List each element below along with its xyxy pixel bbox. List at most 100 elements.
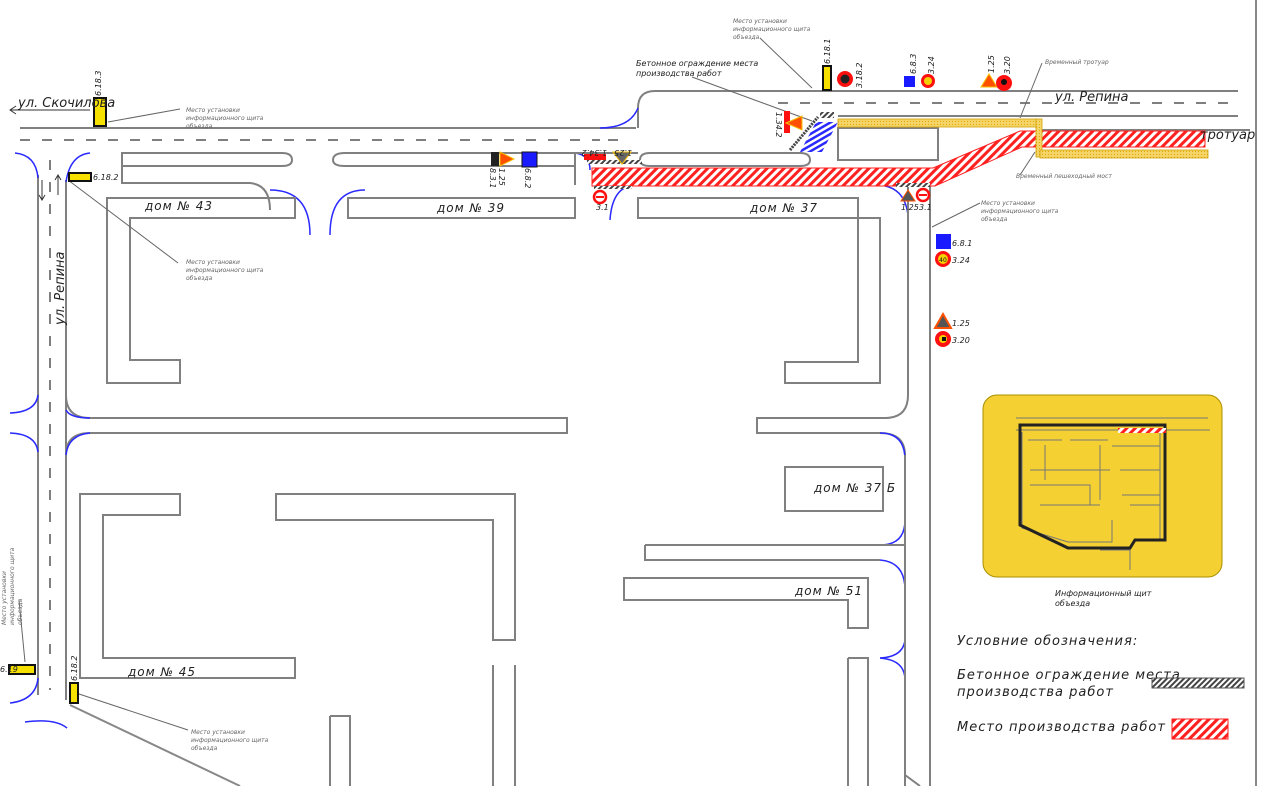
- legend-barrier-label: производства работ: [957, 685, 1114, 700]
- house-label-51: дом № 51: [794, 584, 863, 598]
- svg-text:1.25: 1.25: [497, 168, 506, 186]
- house-label-45: дом № 45: [127, 665, 196, 679]
- note-info-place-vertical: Место установки информационного щита объ…: [1, 547, 24, 625]
- legend-works-label: Место производства работ: [957, 720, 1166, 735]
- note-info-place: Место установки информационного щита объ…: [186, 107, 264, 130]
- street-label-repina-top: ул. Репина: [1054, 90, 1129, 105]
- svg-text:Информационный щит: Информационный щит: [1055, 589, 1152, 598]
- sign-1-25-lower: 1.25: [933, 311, 970, 329]
- svg-text:3.24: 3.24: [927, 56, 936, 74]
- sign-1-25-right: 1.25: [900, 189, 919, 212]
- temporary-bridge: [1035, 118, 1043, 158]
- street-label-repina-left: ул. Репина: [53, 251, 68, 326]
- svg-text:объезда: объезда: [186, 123, 213, 130]
- street-label-skochilova: ул. Скочилова: [17, 96, 115, 111]
- svg-text:объезда: объезда: [1055, 599, 1090, 608]
- sign-1-34-2-lower: 1.34.2 1.25: [582, 148, 632, 165]
- sign-6-8-3: 6.8.3: [904, 54, 918, 87]
- sign-3-1-right: 3.1: [915, 187, 932, 212]
- sign-6-18-1: 6.18.1: [822, 39, 832, 91]
- sign-6-18-2-lower: 6.18.2: [69, 656, 79, 704]
- svg-text:объезда: объезда: [17, 598, 24, 625]
- sign-3-1-left: 3.1: [592, 189, 609, 212]
- svg-text:информационного щита: информационного щита: [191, 737, 269, 744]
- sign-6-19: 6.19: [0, 664, 36, 675]
- crosswalk: [800, 122, 838, 152]
- house-label-43: дом № 43: [144, 199, 213, 213]
- house-51-outline: [623, 577, 869, 629]
- svg-text:1.34.2: 1.34.2: [582, 148, 607, 157]
- svg-text:6.19: 6.19: [0, 665, 18, 674]
- svg-text:объезда: объезда: [733, 34, 760, 41]
- svg-text:3.1: 3.1: [596, 203, 609, 212]
- house-43-outline: [106, 197, 296, 384]
- svg-text:8.3.1: 8.3.1: [488, 168, 497, 188]
- svg-text:информационного щита: информационного щита: [186, 115, 264, 122]
- sign-3-18-2: 3.18.2: [837, 63, 864, 88]
- roads: [9, 90, 1250, 729]
- svg-text:Бетонное ограждение места: Бетонное ограждение места: [636, 59, 758, 68]
- svg-text:Место установки: Место установки: [1, 571, 8, 625]
- house-label-39: дом № 39: [436, 201, 505, 215]
- svg-text:1.25: 1.25: [614, 148, 632, 157]
- street-label-sidewalk: тротуар: [1200, 128, 1255, 143]
- note-temp-bridge: Временный пешеходный мост: [1016, 173, 1112, 180]
- house-45-outline: [79, 493, 296, 679]
- svg-text:3.20: 3.20: [1003, 56, 1012, 74]
- work-zone: [587, 112, 1209, 189]
- sign-6-18-2: 6.18.2: [68, 172, 118, 182]
- svg-text:6.18.2: 6.18.2: [70, 656, 79, 681]
- sign-3-20: 3.20: [996, 56, 1012, 91]
- note-info-place: Место установки информационного щита объ…: [186, 259, 264, 282]
- house-39-outline: [347, 197, 576, 219]
- house-37b-outline: [784, 466, 884, 512]
- svg-text:объезда: объезда: [191, 745, 218, 752]
- svg-text:информационного щита: информационного щита: [733, 26, 811, 33]
- sign-6-18-3: 6.18.3: [93, 71, 107, 127]
- svg-text:6.18.1: 6.18.1: [823, 39, 832, 64]
- svg-text:информационного щита: информационного щита: [981, 208, 1059, 215]
- house-label-37b: дом № 37 Б: [813, 481, 896, 495]
- svg-text:3.20: 3.20: [952, 336, 970, 345]
- note-barrier: Бетонное ограждение места производства р…: [636, 59, 758, 78]
- svg-text:Место установки: Место установки: [981, 200, 1035, 207]
- sign-3-20-lower: 3.20: [935, 331, 970, 347]
- svg-text:6.8.2: 6.8.2: [523, 168, 532, 188]
- svg-text:6.18.2: 6.18.2: [93, 173, 118, 182]
- leader-lines: [18, 37, 1043, 786]
- sign-1-25: 1.25: [980, 55, 998, 88]
- svg-text:3.18.2: 3.18.2: [855, 63, 864, 88]
- svg-text:объезда: объезда: [981, 216, 1008, 223]
- signs: 6.18.3 6.18.2 6.18.1 3.18.2 6.8.3 3.24 1…: [0, 39, 1012, 704]
- svg-text:объезда: объезда: [186, 275, 213, 282]
- svg-text:производства работ: производства работ: [636, 69, 722, 78]
- note-info-place: Место установки информационного щита объ…: [981, 200, 1059, 223]
- concrete-barrier: [587, 160, 642, 164]
- note-info-board: Информационный щит объезда: [1055, 589, 1152, 608]
- svg-text:1.25: 1.25: [987, 55, 996, 73]
- svg-text:1.34.2: 1.34.2: [774, 112, 783, 137]
- temporary-sidewalk: [837, 118, 1039, 128]
- svg-text:6.8.3: 6.8.3: [909, 54, 918, 74]
- house-label-37: дом № 37: [749, 201, 818, 215]
- sign-8-3-1-1-25: 8.3.1 1.25: [488, 151, 516, 188]
- note-info-place: Место установки информационного щита объ…: [191, 729, 269, 752]
- legend-barrier-label: Бетонное ограждение места: [957, 668, 1181, 683]
- sign-6-8-1: 6.8.1: [936, 234, 972, 249]
- svg-text:Место установки: Место установки: [191, 729, 245, 736]
- svg-text:Место установки: Место установки: [733, 18, 787, 25]
- blocks: [65, 127, 939, 786]
- sheet-frame: [929, 0, 1257, 786]
- note-info-place: Место установки информационного щита объ…: [733, 18, 811, 41]
- legend-barrier-swatch: [1151, 677, 1245, 689]
- svg-text:Место установки: Место установки: [186, 259, 240, 266]
- svg-text:3.1: 3.1: [919, 203, 932, 212]
- svg-text:6.18.3: 6.18.3: [94, 71, 103, 96]
- sign-3-24-speed-40: 40 3.24: [935, 251, 970, 267]
- svg-text:информационного щита: информационного щита: [9, 547, 16, 625]
- svg-text:информационного щита: информационного щита: [186, 267, 264, 274]
- note-temp-sidewalk: Временный тротуар: [1045, 59, 1109, 66]
- svg-text:1.25: 1.25: [901, 203, 919, 212]
- svg-text:40: 40: [939, 257, 947, 264]
